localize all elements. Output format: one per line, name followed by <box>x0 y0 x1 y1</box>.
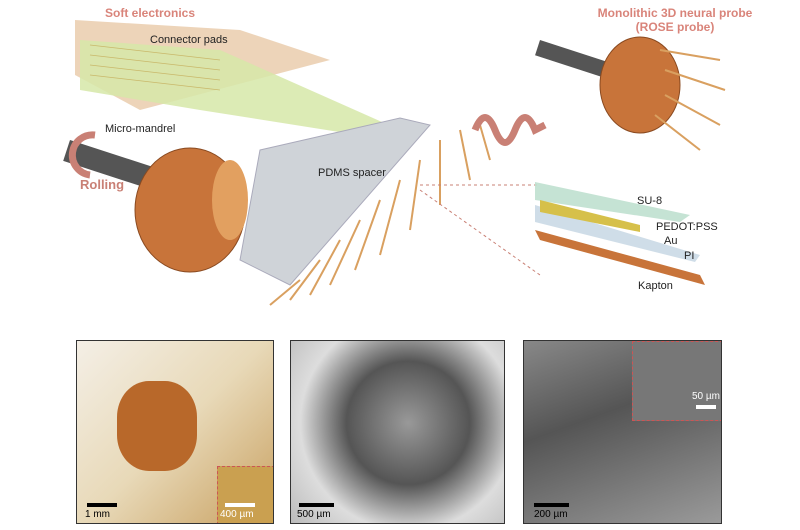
scale-bar-1mm: 1 mm <box>85 509 110 520</box>
title-soft-electronics: Soft electronics <box>105 6 196 20</box>
label-connector-pads: Connector pads <box>150 34 228 46</box>
sem-panel-2: 200 µm 50 µm <box>523 340 722 524</box>
sem-panel-1: 500 µm <box>290 340 505 524</box>
scale-bar-500um: 500 µm <box>297 509 331 520</box>
label-rolling: Rolling <box>80 177 125 192</box>
rose-probe-shaft <box>535 40 607 77</box>
kapton-layer <box>535 230 705 285</box>
wave-arrow <box>471 114 547 146</box>
title-rose-probe: Monolithic 3D neural probe (ROSE probe) <box>575 6 775 34</box>
title-rose-line1: Monolithic 3D neural probe <box>597 6 753 20</box>
rolling-arrow <box>68 131 96 179</box>
layer-pi: PI <box>684 250 695 262</box>
schematic-illustration <box>63 20 726 306</box>
layer-au: Au <box>664 235 678 247</box>
probe-shanks <box>269 124 491 306</box>
inset-photo <box>217 466 273 523</box>
scale-bar-400um: 400 µm <box>220 509 254 520</box>
scale-bar-200um: 200 µm <box>534 509 568 520</box>
label-micro-mandrel: Micro-mandrel <box>105 123 176 135</box>
title-rose-line2: (ROSE probe) <box>635 20 715 34</box>
rose-probe <box>599 36 681 134</box>
photo-panel: 1 mm 400 µm <box>76 340 274 524</box>
scale-bar-50um: 50 µm <box>692 391 720 402</box>
layer-kapton: Kapton <box>638 280 673 292</box>
layer-pedot-pss: PEDOT:PSS <box>656 221 718 233</box>
probe-photo <box>117 381 197 471</box>
layer-su8: SU-8 <box>637 195 663 207</box>
sem-inset <box>632 341 721 421</box>
green-interconnect <box>80 40 400 140</box>
pdms-spacer <box>239 117 431 286</box>
su8-layer <box>535 182 690 222</box>
label-pdms-spacer: PDMS spacer <box>318 167 386 179</box>
